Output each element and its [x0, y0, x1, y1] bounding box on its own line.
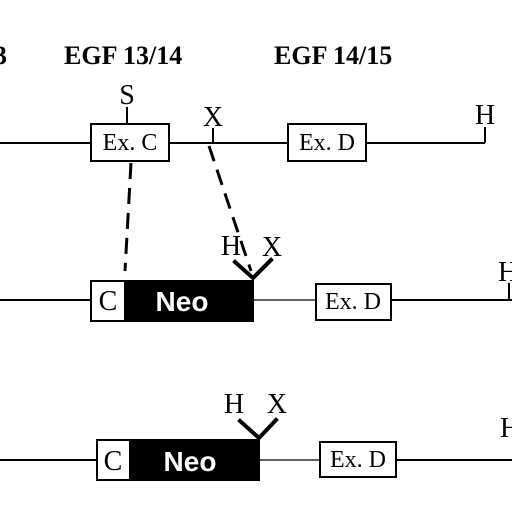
- neo-label: Neo: [156, 286, 209, 317]
- site-h-label: H: [224, 389, 244, 420]
- recombination-dashed-line-left: [123, 162, 133, 272]
- exon-d-label: Ex. D: [330, 447, 386, 473]
- site-x-label: X: [262, 232, 282, 263]
- site-h-label: H: [475, 100, 495, 131]
- targeted-allele: C Neo Ex. D H X H: [0, 389, 512, 481]
- neo-cassette: [124, 280, 254, 322]
- exon-c-fragment-box: [90, 280, 126, 322]
- exon-d-box: [315, 283, 392, 321]
- site-h-right-label: H: [500, 413, 512, 444]
- site-x-label: X: [267, 389, 287, 420]
- header-egf-13-14: EGF 13/14: [64, 41, 182, 70]
- wild-type-locus: Ex. C Ex. D S X H: [0, 80, 495, 162]
- site-x-label: X: [203, 102, 223, 133]
- site-h-right-label: H: [498, 257, 512, 288]
- targeting-construct: C Neo Ex. D H X H: [0, 231, 512, 322]
- exon-c-fragment-label: C: [99, 286, 118, 317]
- site-s-label: S: [119, 80, 135, 111]
- exon-c-fragment-label: C: [104, 446, 123, 477]
- exon-d-label: Ex. D: [325, 289, 381, 315]
- header-egf-14-15: EGF 14/15: [274, 41, 392, 70]
- site-hx-fork: [237, 417, 279, 441]
- exon-d-label: Ex. D: [299, 130, 355, 156]
- neo-label: Neo: [164, 446, 217, 477]
- site-hx-fork: [232, 257, 274, 281]
- recombination-dashed-line-right: [207, 145, 253, 272]
- header-partial-label: 3: [0, 41, 7, 70]
- site-h-label: H: [221, 231, 241, 262]
- exon-c-label: Ex. C: [103, 130, 158, 156]
